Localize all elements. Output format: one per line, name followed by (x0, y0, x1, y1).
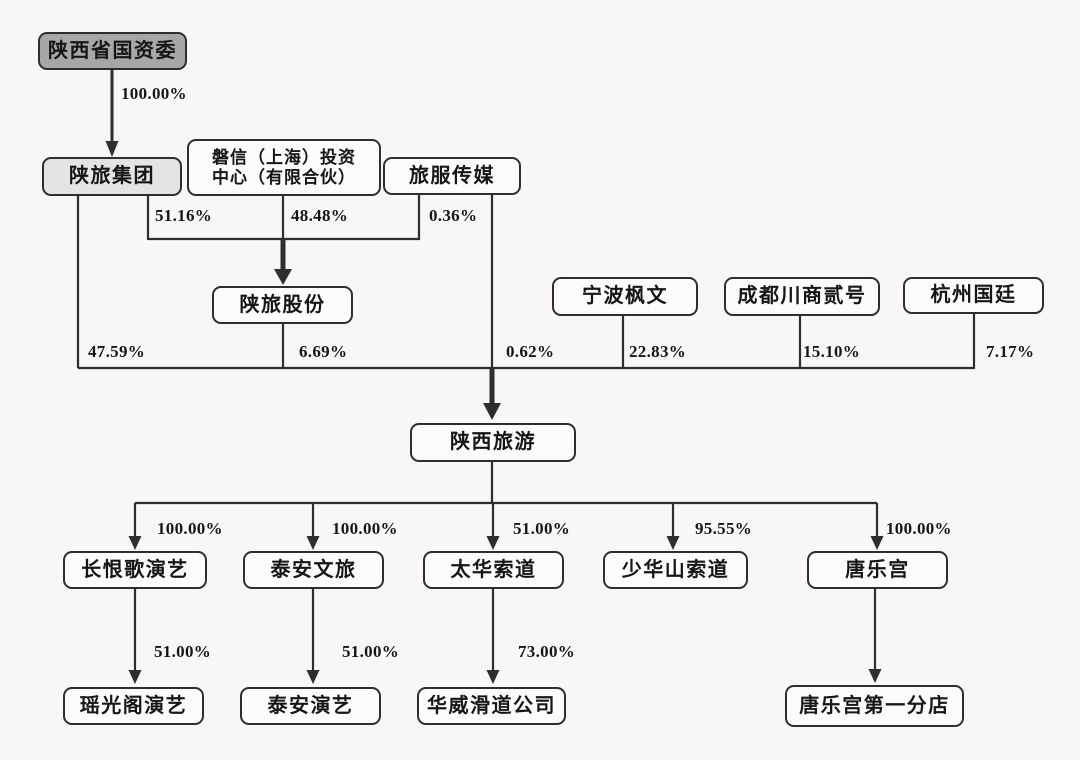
edge-label-panxin-slgf: 48.48% (291, 206, 349, 225)
node-hzgt: 杭州国廷 (903, 277, 1044, 314)
node-sxly: 陕西旅游 (410, 423, 576, 462)
edge-label-chg-ygg: 51.00% (154, 642, 212, 661)
edge-label-sxly-chg: 100.00% (157, 519, 223, 538)
arrow-into-slgf (274, 240, 292, 285)
edge-label-sxly-thsd: 51.00% (513, 519, 571, 538)
edge-label-cdcs-sxly: 15.10% (803, 342, 861, 361)
edge-label-slgf-sxly: 6.69% (299, 342, 348, 361)
node-tlg: 唐乐宫 (807, 551, 948, 589)
node-tawl: 泰安文旅 (243, 551, 384, 589)
edge-label-nbfw-sxly: 22.83% (629, 342, 687, 361)
node-cdcs: 成都川商贰号 (724, 277, 880, 316)
node-gzw: 陕西省国资委 (38, 32, 187, 70)
arrow-into-sxly (483, 368, 501, 420)
node-sljt: 陕旅集团 (42, 157, 182, 196)
node-tayy: 泰安演艺 (240, 687, 381, 725)
node-thsd: 太华索道 (423, 551, 564, 589)
edge-label-gzw-sljt: 100.00% (121, 84, 187, 103)
node-nbfw: 宁波枫文 (552, 277, 698, 316)
edge-label-sxly-shssd: 95.55% (695, 519, 753, 538)
arrowheads-row2 (128, 669, 882, 684)
edge-label-thsd-hwhd: 73.00% (518, 642, 576, 661)
node-slgf: 陕旅股份 (212, 286, 353, 324)
node-lvfu: 旅服传媒 (383, 157, 521, 195)
node-chg: 长恨歌演艺 (63, 551, 207, 589)
edge-label-sljt-slgf: 51.16% (155, 206, 213, 225)
arrowheads-row1 (128, 536, 884, 550)
edge-label-sljt-sxly: 47.59% (88, 342, 146, 361)
node-panxin: 磐信（上海）投资 中心（有限合伙） (187, 139, 381, 196)
node-ygg: 瑶光阁演艺 (63, 687, 204, 725)
node-hwhd: 华威滑道公司 (417, 687, 566, 725)
edge-label-tawl-tayy: 51.00% (342, 642, 400, 661)
edge-label-lvfu-slgf: 0.36% (429, 206, 478, 225)
node-tlgfd: 唐乐宫第一分店 (785, 685, 964, 727)
arrow-gzw-sljt (105, 69, 119, 157)
edge-label-lvfu-sxly: 0.62% (506, 342, 555, 361)
node-shssd: 少华山索道 (603, 551, 748, 589)
edge-label-hzgt-sxly: 7.17% (986, 342, 1035, 361)
connector-lines (76, 195, 976, 672)
edge-label-sxly-tawl: 100.00% (332, 519, 398, 538)
edge-label-sxly-tlg: 100.00% (886, 519, 952, 538)
